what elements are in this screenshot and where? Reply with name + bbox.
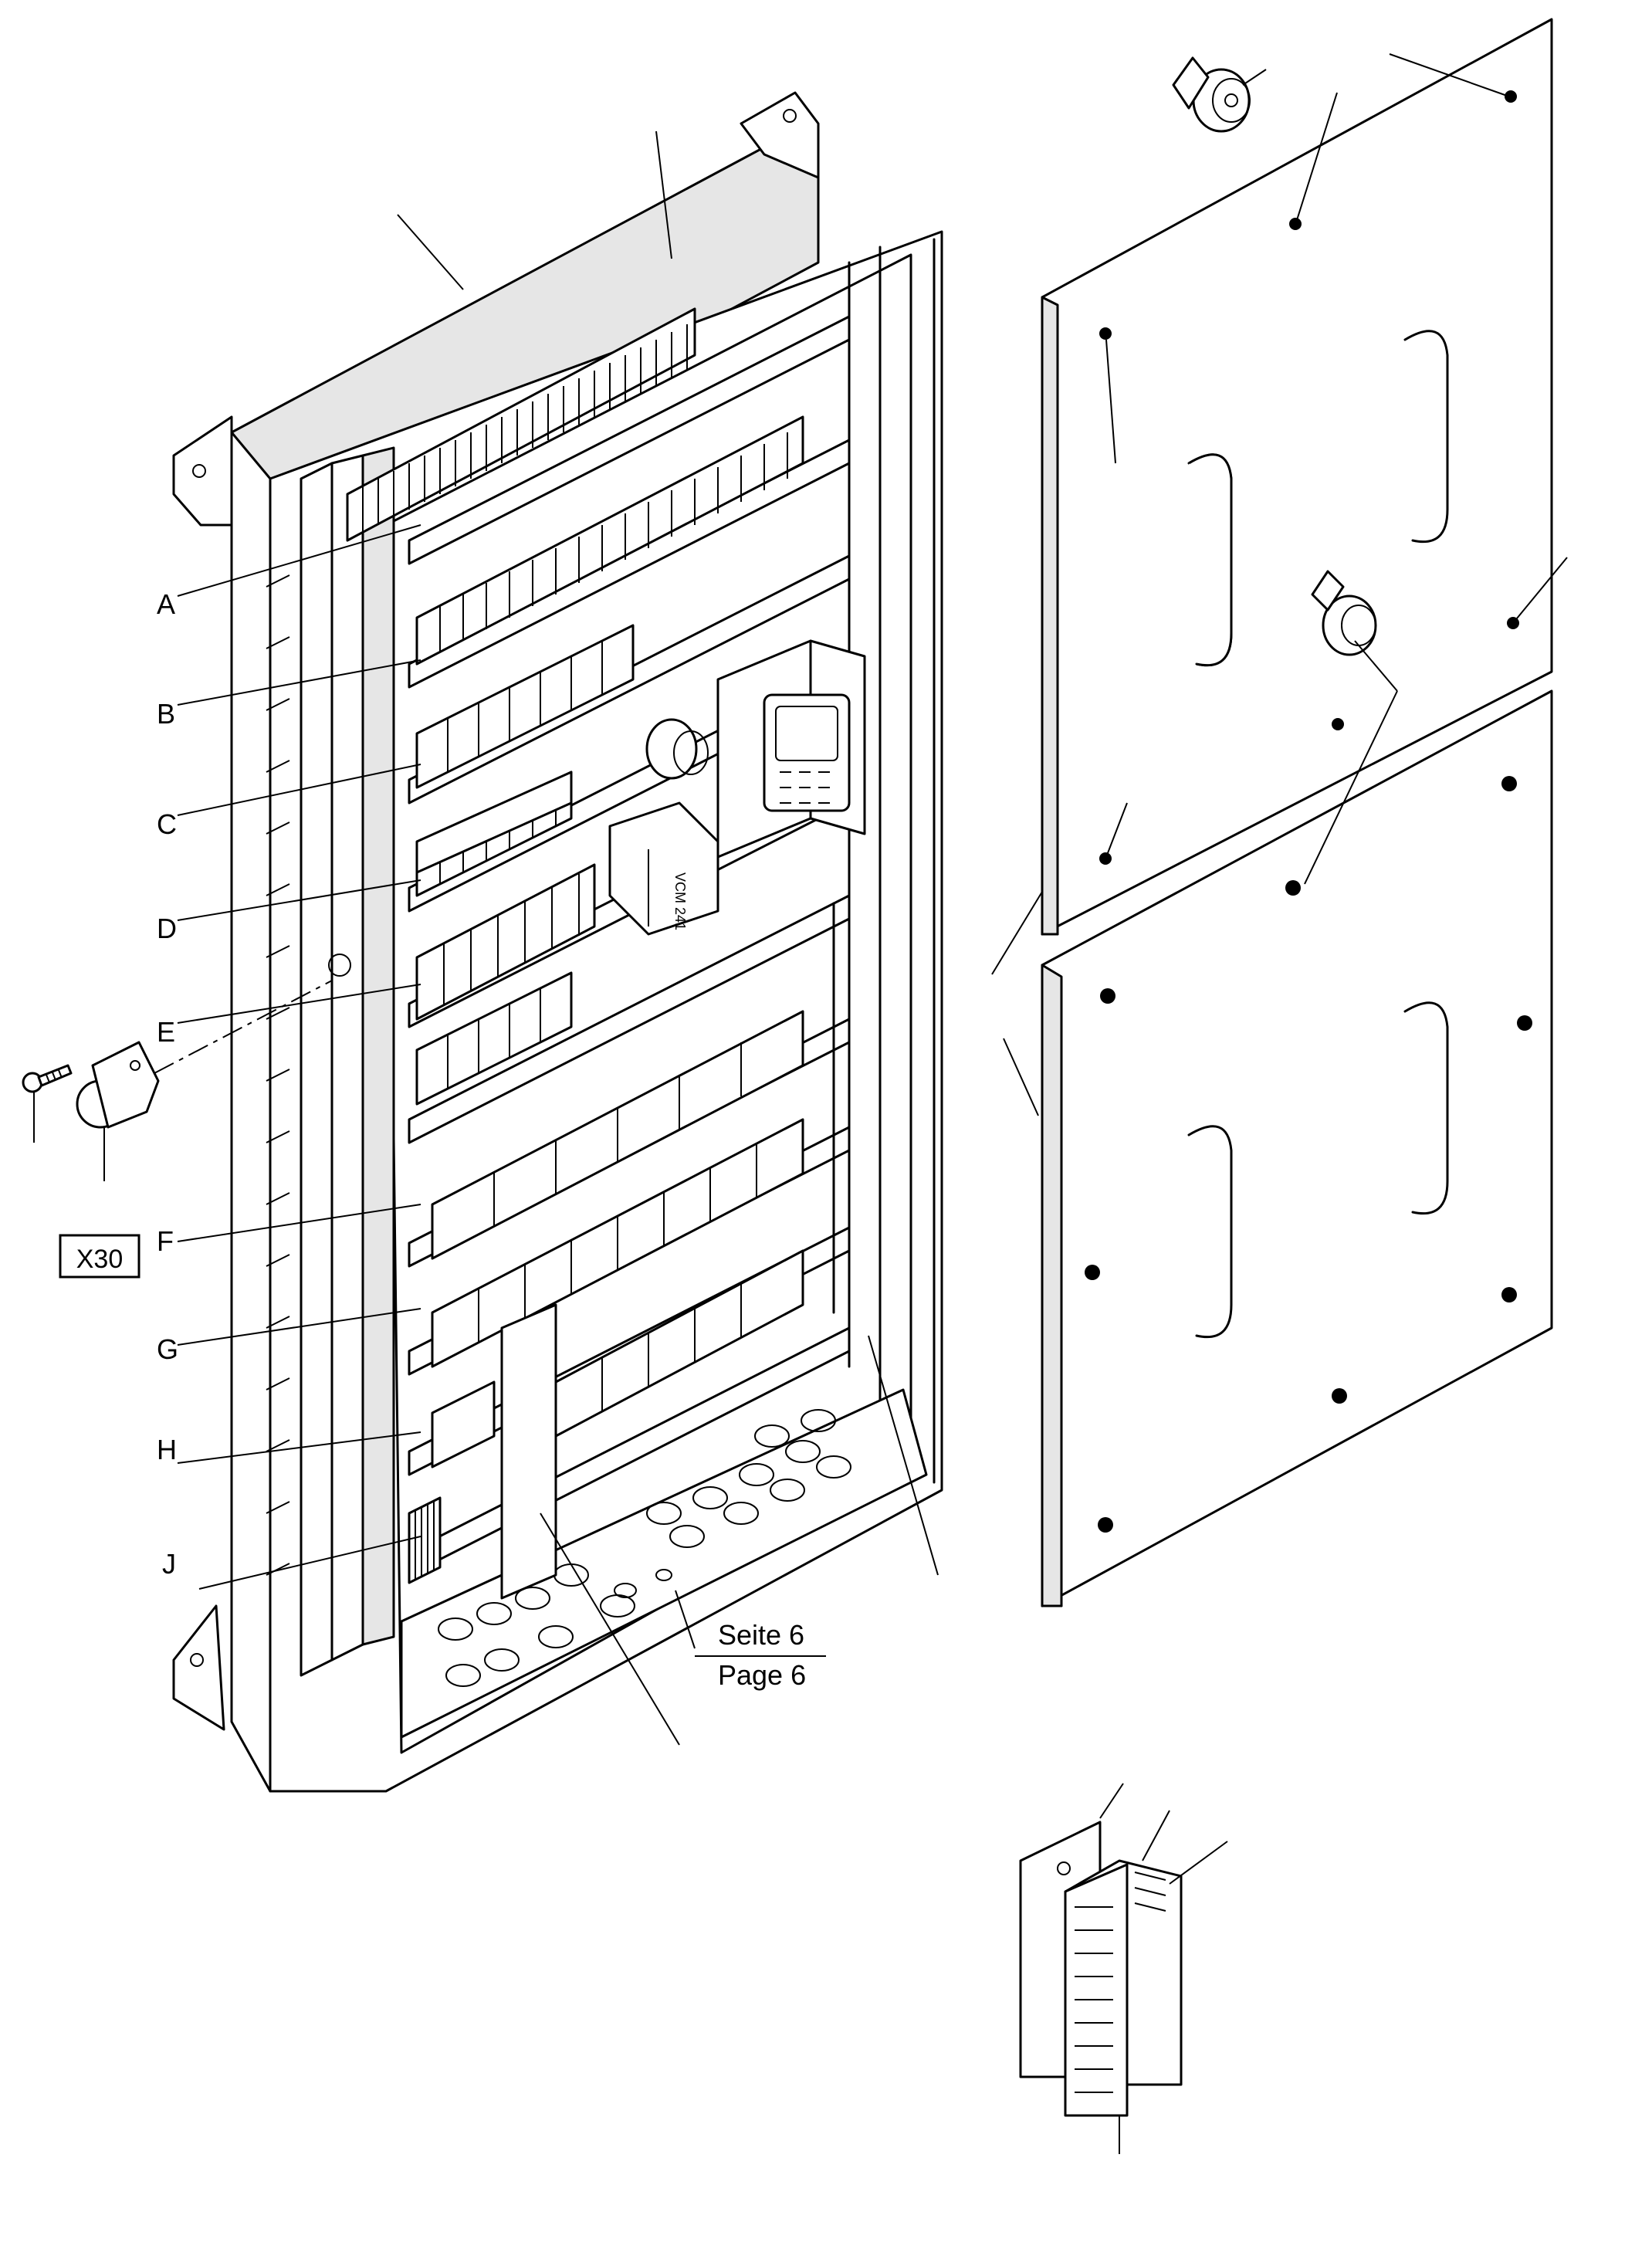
top-terminal-blocks bbox=[346, 307, 696, 542]
terminal-block-j bbox=[408, 1496, 442, 1584]
relay-row-a bbox=[415, 415, 804, 666]
door-handle-lower-left bbox=[1187, 1125, 1233, 1339]
mounting-bracket-top-left bbox=[172, 415, 233, 527]
module-row-g bbox=[431, 1118, 804, 1368]
left-duct-slots bbox=[266, 574, 290, 1576]
round-meter bbox=[645, 718, 709, 780]
cable-gland-plate bbox=[400, 1388, 928, 1739]
callout-d: D bbox=[157, 913, 177, 944]
door-handle-lower-right bbox=[1403, 1001, 1449, 1215]
leader-lines bbox=[177, 53, 1568, 1885]
door-handle-upper-left bbox=[1187, 453, 1233, 667]
vcm-module-label: VCM 241 bbox=[672, 872, 688, 930]
left-wire-duct bbox=[300, 446, 395, 1677]
display-keypad-unit bbox=[716, 639, 866, 859]
callout-a: A bbox=[157, 588, 175, 620]
relay-row-b bbox=[415, 624, 635, 789]
door-lock-loose bbox=[1172, 56, 1251, 133]
socket-x30-assembly: X30 bbox=[22, 954, 351, 1279]
module-row-f bbox=[431, 1010, 804, 1260]
x30-label-box bbox=[59, 1234, 140, 1279]
door-panel-upper bbox=[1041, 18, 1553, 936]
page-reference-en: Page 6 bbox=[718, 1659, 806, 1691]
callout-e: E bbox=[157, 1016, 175, 1048]
page-reference: Seite 6 Page 6 bbox=[718, 1619, 806, 1691]
callout-f: F bbox=[157, 1225, 174, 1257]
door-handle-upper-right bbox=[1403, 330, 1449, 544]
callout-c: C bbox=[157, 808, 177, 840]
door-panel-lower bbox=[1041, 689, 1553, 1607]
wire-duct-detail bbox=[1019, 1821, 1183, 2154]
x30-label: X30 bbox=[76, 1245, 124, 1274]
relay-row-e bbox=[415, 863, 596, 1106]
mounting-bracket-bottom-left bbox=[172, 1604, 225, 1731]
callout-g: G bbox=[157, 1333, 178, 1365]
callout-h: H bbox=[157, 1434, 177, 1465]
screw bbox=[22, 1064, 73, 1093]
door-screws-lower bbox=[1085, 776, 1532, 1533]
terminal-group-d bbox=[415, 771, 573, 874]
control-cabinet: VCM 241 bbox=[172, 91, 943, 1793]
vcm-module: VCM 241 bbox=[608, 801, 719, 936]
callout-b: B bbox=[157, 698, 175, 730]
callout-j: J bbox=[162, 1548, 176, 1580]
callout-labels: A B C D E F G H J bbox=[157, 588, 178, 1580]
mounting-bracket-top-right bbox=[740, 91, 820, 179]
page-reference-de: Seite 6 bbox=[718, 1619, 804, 1651]
door-lock-upper bbox=[1311, 570, 1377, 656]
socket-x30 bbox=[76, 1041, 160, 1129]
